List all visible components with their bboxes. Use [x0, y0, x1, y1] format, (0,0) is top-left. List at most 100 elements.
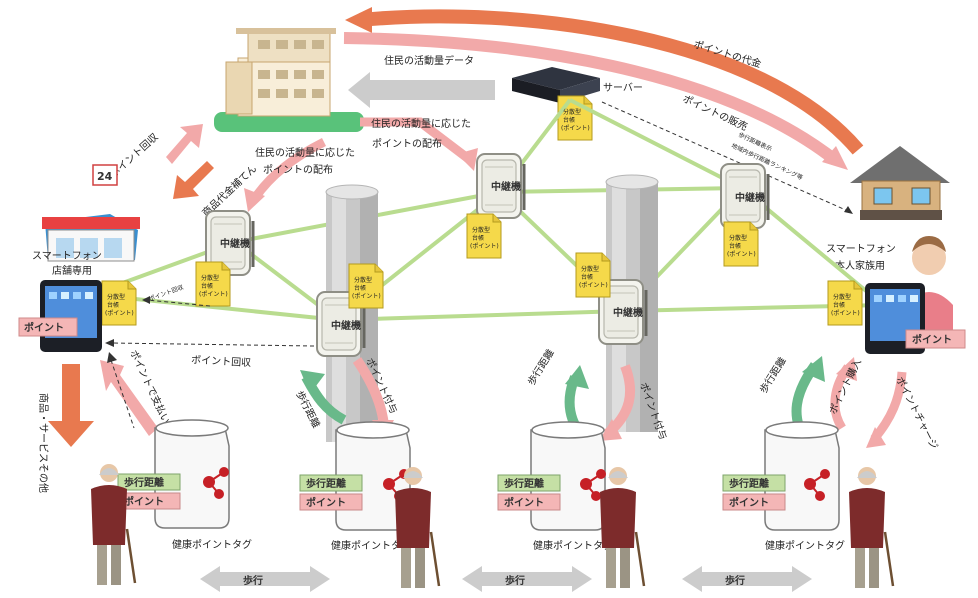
- ledger-4-line1: 分散型: [581, 265, 599, 273]
- activity-data-arrow: [348, 72, 495, 108]
- payment-flow-arrow-head: [345, 7, 372, 33]
- ledger-4-line3: (ポイント): [579, 281, 608, 289]
- tag-group-3: 歩行距離 ポイント 健康ポイントタグ: [497, 421, 646, 590]
- sales-flow-arrow-head: [822, 146, 848, 170]
- ledger-store-line3: (ポイント): [105, 309, 134, 317]
- ledger-3-line2: 台帳: [472, 234, 484, 242]
- label-distribution-2: ポイントの配布: [372, 138, 442, 150]
- home-point-badge-text: ポイント: [912, 333, 952, 346]
- relay-label-5: 中継機: [735, 191, 765, 204]
- home-point-badge: [905, 329, 966, 349]
- tag-group-4: 歩行距離 ポイント 健康ポイントタグ: [722, 421, 895, 590]
- tag-1-walk-text: 歩行距離: [124, 476, 164, 489]
- tag-group-2: 歩行距離 ポイント 健康ポイントタグ: [299, 421, 441, 590]
- walk-arrow-2-head: [565, 365, 589, 389]
- ledger-3-line3: (ポイント): [470, 242, 499, 250]
- left-collection-dashed-head: [107, 352, 117, 363]
- tag-1-walk-badge: [117, 473, 181, 491]
- home-subtitle: 本人家族用: [835, 259, 885, 272]
- ledger-home-line1: 分散型: [833, 293, 851, 301]
- tag-4-walk-badge: [722, 474, 786, 492]
- tag-2-walk-badge: [299, 474, 363, 492]
- point-payment-arrow: [100, 360, 158, 436]
- person-3: [598, 465, 646, 590]
- tag-4-walk-text: 歩行距離: [729, 477, 769, 490]
- ledger-server-line3: (ポイント): [561, 124, 590, 132]
- store-collection-dashed-head: [142, 296, 150, 304]
- distribution-arrow-center-head: [457, 148, 478, 171]
- product-payment-arrow: [173, 161, 214, 199]
- grant-arrow-2-head: [599, 419, 622, 441]
- tag-3-point-text: ポイント: [504, 496, 544, 509]
- label-distribution-left-1: 住民の活動量に応じた: [255, 146, 355, 159]
- sales-flow-arrow: [343, 32, 839, 165]
- city-hall-building: [214, 28, 364, 132]
- home-title: スマートフォン: [826, 244, 896, 255]
- person-4: [847, 465, 895, 590]
- label-server: サーバー: [603, 82, 643, 94]
- tag-2-caption: 健康ポイントタグ: [331, 539, 411, 552]
- walk-arrow-1-head: [300, 370, 325, 394]
- distribution-arrow-left-head: [244, 188, 265, 212]
- tag-4-point-text: ポイント: [729, 496, 769, 509]
- ledger-1-line3: (ポイント): [199, 290, 228, 298]
- relay-label-4: 中継機: [613, 306, 643, 319]
- tag-3-caption: 健康ポイントタグ: [533, 539, 613, 552]
- ledger-1-line1: 分散型: [201, 274, 219, 282]
- walk-bottom-arrow-2: 歩行: [462, 566, 592, 592]
- tag-3-walk-text: 歩行距離: [504, 477, 544, 490]
- label-point-charge: ポイントチャージ: [893, 375, 940, 451]
- walk-bottom-text-1: 歩行: [243, 574, 263, 587]
- tag-2-point-text: ポイント: [306, 496, 346, 509]
- store-point-badge-text: ポイント: [24, 321, 64, 334]
- point-collection-dashed-head: [105, 339, 114, 347]
- label-distribution-1: 住民の活動量に応じた: [371, 117, 471, 130]
- ledger-5-line1: 分散型: [729, 234, 747, 242]
- ledger-home-line3: (ポイント): [831, 309, 860, 317]
- tag-1-point-text: ポイント: [124, 495, 164, 508]
- ledger-2-line2: 台帳: [354, 284, 366, 292]
- ledger-2-line3: (ポイント): [352, 292, 381, 300]
- payment-flow-arrow: [359, 9, 864, 155]
- ledger-server-line1: 分散型: [563, 108, 581, 116]
- tag-1-caption: 健康ポイントタグ: [172, 538, 252, 551]
- label-activity-data: 住民の活動量データ: [384, 54, 474, 67]
- store-title: スマートフォン: [32, 251, 102, 262]
- label-distribution-left-2: ポイントの配布: [263, 164, 333, 176]
- charge-arrow-head: [866, 427, 886, 448]
- point-collection-dashed-line: [111, 342, 315, 347]
- goods-flow-arrow: [48, 364, 94, 447]
- store-collection-dashed-line: [146, 299, 211, 307]
- store-smartphone: [40, 280, 102, 352]
- home-house: [850, 146, 950, 220]
- store-point-badge: [18, 317, 78, 337]
- store-sign: 24: [97, 170, 113, 183]
- tag-4-caption: 健康ポイントタグ: [765, 539, 845, 552]
- walk-bottom-text-3: 歩行: [725, 574, 745, 587]
- ledger-server-line2: 台帳: [563, 116, 575, 124]
- ledger-2-line1: 分散型: [354, 276, 372, 284]
- walk-arrow-3-head: [802, 356, 825, 382]
- left-collection-dashed-line: [110, 359, 135, 429]
- grant-arrow-1: [352, 357, 389, 427]
- tag-2-walk-text: 歩行距離: [306, 477, 346, 490]
- convenience-store: 24: [42, 164, 140, 262]
- walk-bottom-arrow-1: 歩行: [200, 566, 330, 592]
- tag-group-1: 歩行距離 ポイント 健康ポイントタグ: [89, 419, 252, 587]
- label-walk-3: 歩行距離: [757, 355, 789, 396]
- label-walk-2: 歩行距離: [525, 347, 557, 388]
- distribution-arrow-center: [360, 117, 473, 164]
- server: [512, 67, 600, 103]
- tag-3-point-badge: [497, 493, 561, 511]
- tag-3-walk-badge: [497, 474, 561, 492]
- server-home-dashed-line: [601, 101, 849, 212]
- point-collection-arrow: [166, 124, 203, 164]
- ledger-home-line2: 台帳: [833, 301, 845, 309]
- ledger-3-line1: 分散型: [472, 226, 490, 234]
- relay-label-2: 中継機: [331, 319, 361, 332]
- tag-2-point-badge: [299, 493, 363, 511]
- tag-4-point-badge: [722, 493, 786, 511]
- label-point-collection-mid: ポイント回収: [191, 354, 252, 369]
